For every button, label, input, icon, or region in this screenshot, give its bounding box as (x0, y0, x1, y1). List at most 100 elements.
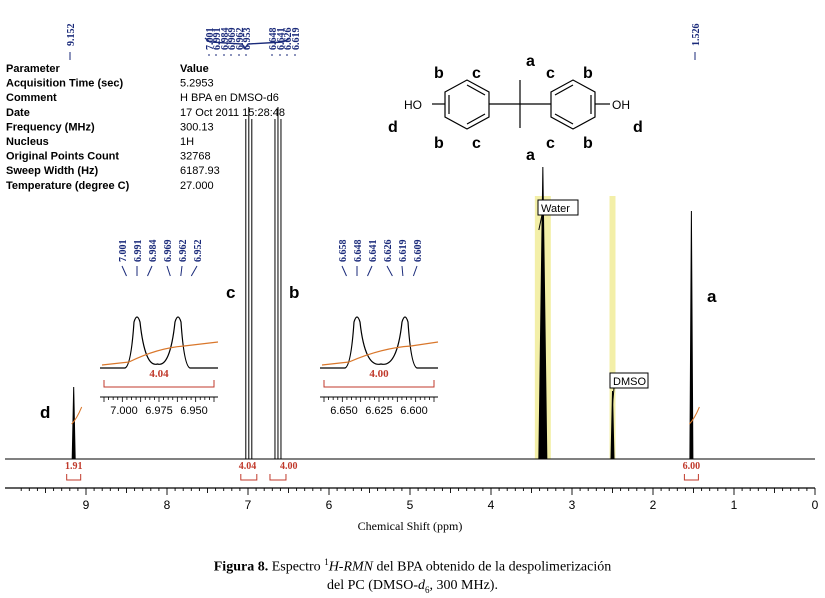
peak-assignment-label: c (226, 283, 235, 302)
axis-tick-label: 6 (326, 498, 333, 512)
highlight-bands (534, 196, 616, 459)
inset-integral-bracket (103, 380, 215, 388)
caption-text-3: del PC (DMSO- (327, 577, 419, 593)
top-peak-label: 6.984 (220, 28, 231, 51)
right-benzene-ring (550, 79, 596, 130)
inset-axis-label: 6.975 (145, 405, 173, 417)
param-value: 6187.93 (180, 165, 220, 177)
caption-text-4: , 300 MHz). (429, 577, 498, 593)
axis-tick-label: 2 (650, 498, 657, 512)
inset-label-leader (401, 265, 404, 277)
peak-assignment-label: d (40, 403, 50, 422)
axis-tick-label: 5 (407, 498, 414, 512)
structure-label: d (633, 119, 643, 136)
structure-label: c (472, 135, 481, 152)
inset-integral-curve (101, 341, 219, 366)
inset-label-leader (341, 265, 347, 277)
axis-tick-label: 3 (569, 498, 576, 512)
inset-spectrum (100, 316, 218, 369)
spectrum-peak (610, 390, 615, 460)
inset-axis-label: 6.650 (330, 405, 358, 417)
inset-peak-label: 6.984 (148, 240, 159, 263)
integral-bracket (66, 474, 82, 481)
top-peak-label: 1.526 (691, 24, 702, 47)
param-name: Temperature (degree C) (6, 180, 130, 192)
param-name: Nucleus (6, 136, 49, 148)
structure-label: c (546, 65, 555, 82)
integral-curve (71, 406, 83, 425)
caption-sup: 1 (324, 557, 329, 567)
integral-bracket (269, 474, 287, 481)
param-name: Frequency (MHz) (6, 121, 95, 133)
inset-axis-label: 6.600 (400, 405, 428, 417)
inset-label-leader (190, 265, 198, 277)
solvent-callout-box (609, 372, 649, 389)
inset-label-leader (386, 265, 393, 277)
inset-peak-label: 6.991 (133, 240, 144, 263)
spectrum-trace (71, 107, 694, 460)
inset-integral-bracket (323, 380, 435, 388)
spectrum-peak (71, 386, 76, 460)
structure-label: a (526, 147, 535, 164)
param-header: Parameter (6, 63, 61, 75)
inset-label-leader (367, 265, 373, 277)
structure-label: b (434, 135, 444, 152)
structure-label: d (388, 119, 398, 136)
inset-spectrum (320, 316, 438, 369)
axis-tick-label: 7 (245, 498, 252, 512)
callout-leader (538, 214, 543, 231)
param-header: Value (180, 63, 209, 75)
structure-label: b (434, 65, 444, 82)
top-peak-label: 6.969 (227, 28, 238, 51)
inset-peak-label: 6.952 (193, 240, 204, 263)
param-value: 27.000 (180, 180, 214, 192)
structure-label: c (472, 65, 481, 82)
inset-peak-label: 6.619 (398, 240, 409, 263)
highlight-band (609, 196, 616, 459)
integral-bracket (683, 474, 699, 481)
top-peak-label: 6.991 (212, 28, 223, 51)
integral-curve (689, 406, 700, 425)
inset-label-leader (412, 265, 418, 277)
param-name: Original Points Count (6, 151, 119, 163)
param-name: Sweep Width (Hz) (6, 165, 99, 177)
right-hydroxyl: OH (612, 98, 630, 112)
top-peak-label: 6.648 (268, 28, 279, 51)
structure-label: a (526, 53, 535, 70)
inset-label-leader (147, 265, 153, 277)
structure-label: c (546, 135, 555, 152)
caption-sub: 6 (425, 584, 430, 595)
inset-label-leader (166, 265, 171, 277)
param-name: Date (6, 107, 30, 119)
integral-value: 6.00 (683, 461, 701, 472)
inset-integral-value: 4.04 (149, 368, 169, 380)
inset-peak-label: 6.969 (163, 240, 174, 263)
solvent-callout-box (537, 199, 579, 216)
inset-peak-label: 7.001 (118, 240, 129, 263)
inset-integral-value: 4.00 (369, 368, 389, 380)
inset-label-leader (180, 265, 183, 277)
integral-value: 4.00 (280, 461, 298, 472)
axis-tick-label: 4 (488, 498, 495, 512)
callout-leader (612, 387, 615, 406)
structure-label: b (583, 65, 593, 82)
caption-italic-d: d (418, 577, 426, 593)
axis-tick-label: 9 (83, 498, 90, 512)
integral-value: 1.91 (65, 461, 83, 472)
left-hydroxyl: HO (404, 98, 422, 112)
axis-tick-label: 0 (812, 498, 819, 512)
inset-integral-curve (321, 341, 439, 366)
param-value: 5.2953 (180, 78, 214, 90)
param-value: 17 Oct 2011 15:28:48 (180, 107, 285, 119)
param-name: Comment (6, 92, 57, 104)
param-value: 32768 (180, 151, 211, 163)
structure-label: b (583, 135, 593, 152)
inset-axis-label: 7.000 (110, 405, 138, 417)
inset-axis-label: 6.950 (180, 405, 208, 417)
param-value: H BPA en DMSO-d6 (180, 92, 279, 104)
